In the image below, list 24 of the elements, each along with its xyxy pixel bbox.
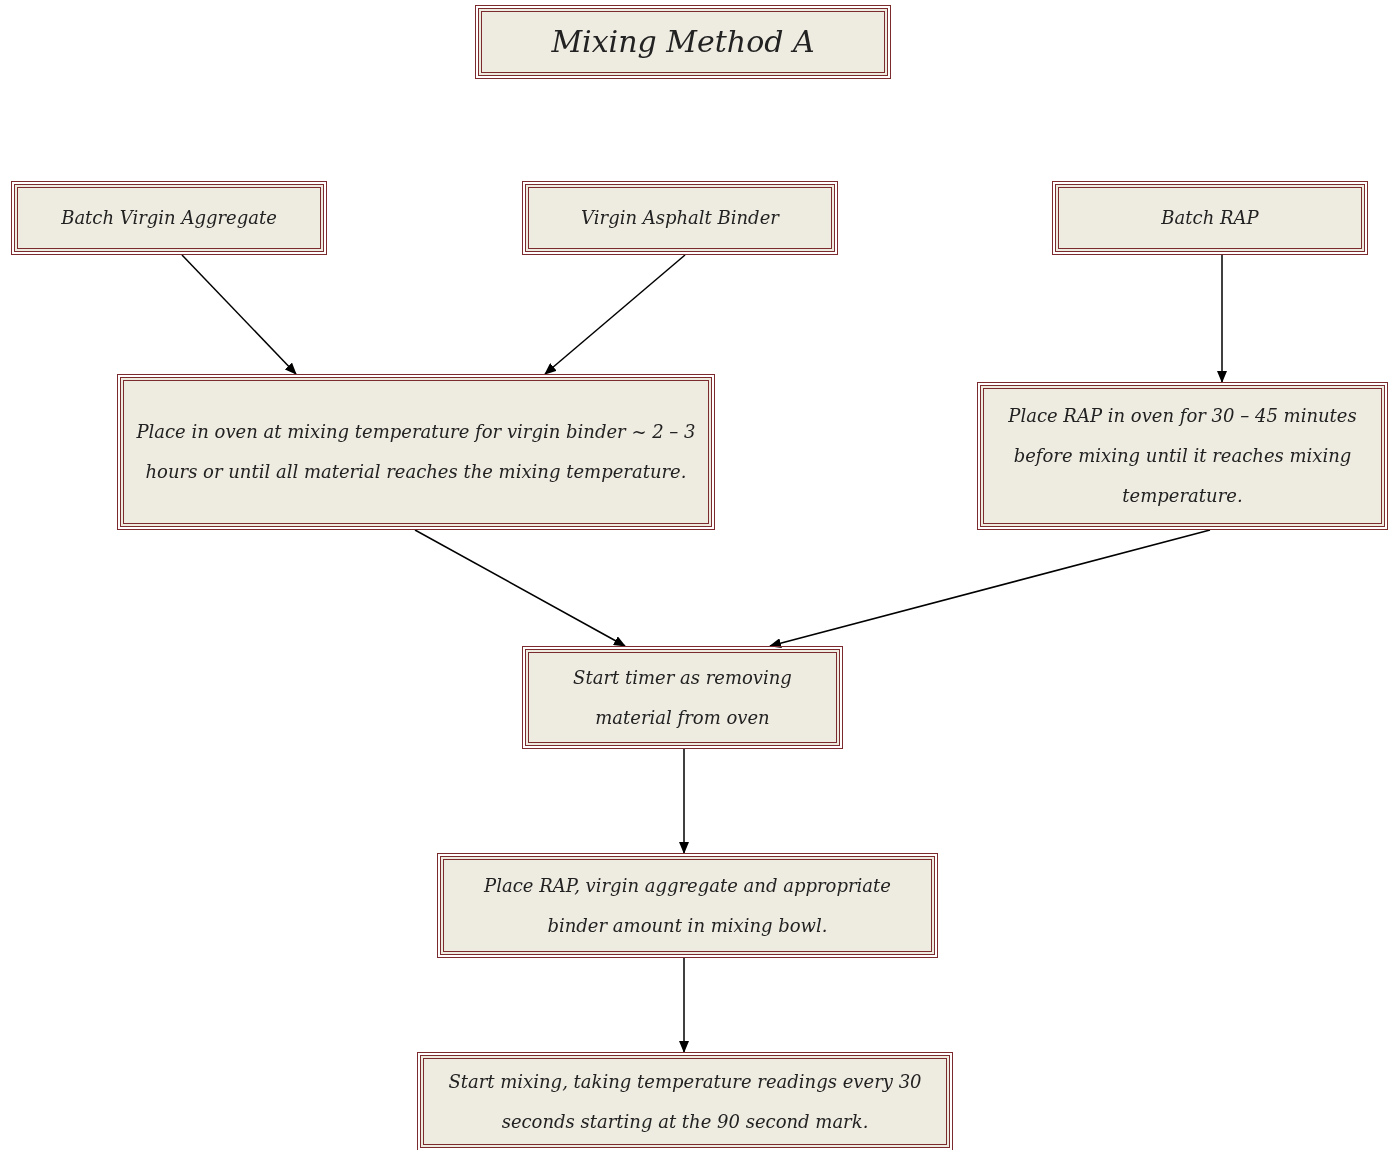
step-text: Start mixing, taking temperature readings every 30 seconds starting at the 90 second mark. [447,1069,923,1134]
process-box [980,385,1385,527]
process-box [120,377,712,527]
arrow [1217,254,1227,383]
process-box [525,184,835,252]
arrow [181,254,297,375]
step-text: Batch RAP [1160,206,1260,230]
step-text: Batch Virgin Aggregate [60,206,278,230]
process-box [420,1055,950,1148]
step-text: Place in oven at mixing temperature for virgin binder ~ 2 – 3 hours or until all material reaches the mixing temperature. [135,420,697,484]
process-box [1055,184,1365,252]
arrow [679,748,689,854]
diagram-title: Mixing Method A [550,23,816,61]
step-text: Virgin Asphalt Binder [580,206,781,230]
process-box [525,649,840,746]
arrow [414,529,626,647]
arrow [544,254,686,375]
step-text: Place RAP in oven for 30 – 45 minutes before mixing until it reaches mixing temperature. [1007,404,1358,508]
arrow [769,529,1211,649]
step-text: Start timer as removing material from oven [572,665,793,730]
arrow [679,957,689,1053]
process-box [440,856,935,955]
step-text: Place RAP, virgin aggregate and appropriate binder amount in mixing bowl. [482,873,892,938]
process-box [14,184,324,252]
